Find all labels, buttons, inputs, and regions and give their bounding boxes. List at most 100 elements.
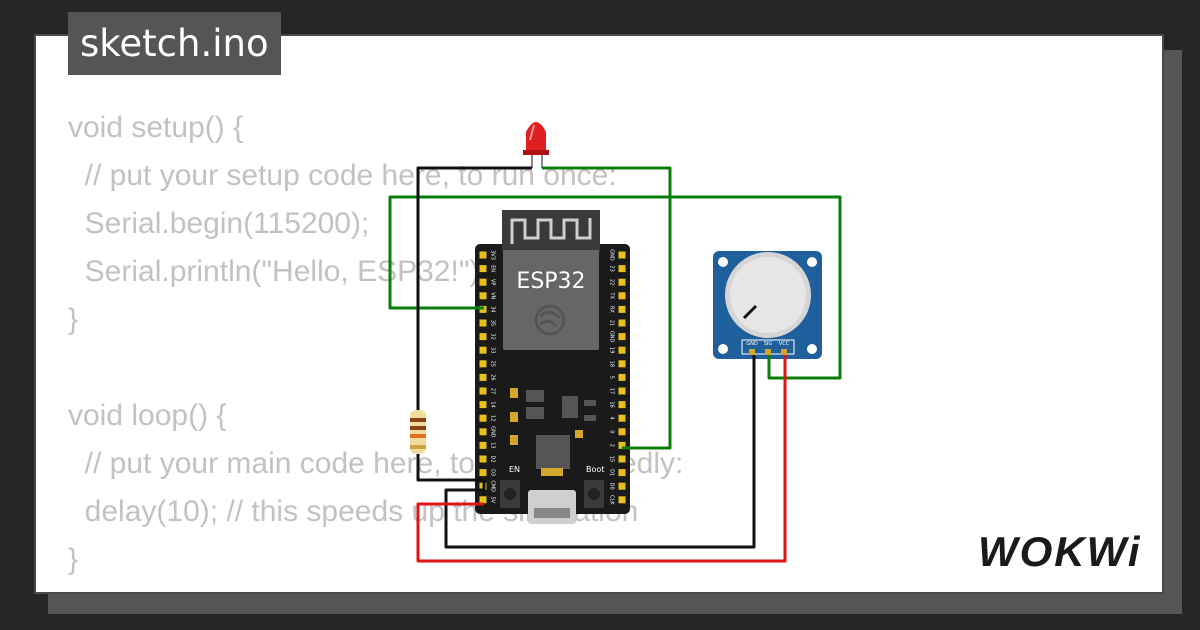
header-pin[interactable] xyxy=(479,251,487,259)
pin-label: CMD xyxy=(490,480,496,492)
header-pin[interactable] xyxy=(618,455,626,463)
resistor[interactable] xyxy=(410,410,426,454)
code-line: void setup() { xyxy=(68,111,244,144)
header-pin[interactable] xyxy=(618,292,626,300)
pin-label: D2 xyxy=(490,455,496,462)
header-pin[interactable] xyxy=(618,265,626,273)
header-pin[interactable] xyxy=(479,333,487,341)
pin-label: VN xyxy=(490,292,496,299)
boot-button[interactable] xyxy=(584,480,604,508)
board-label: ESP32 xyxy=(516,269,585,294)
wire-resistor-to-gnd[interactable] xyxy=(416,454,486,495)
code-line: void loop() { xyxy=(68,399,227,432)
code-line: Serial.begin(115200); xyxy=(68,207,370,240)
pin-label: CLK xyxy=(609,495,615,505)
header-pin[interactable] xyxy=(618,346,626,354)
header-pin[interactable] xyxy=(479,373,487,381)
pin-label: 19 xyxy=(609,347,615,353)
pin-label: 26 xyxy=(490,374,496,380)
header-pin[interactable] xyxy=(479,360,487,368)
pin-label: 0 xyxy=(609,430,615,433)
pin-label: 5 xyxy=(609,376,615,379)
potentiometer[interactable]: GND SIG VCC xyxy=(713,251,822,359)
led[interactable] xyxy=(523,122,549,168)
header-pin[interactable] xyxy=(479,496,487,504)
pot-pin-label: SIG xyxy=(764,341,773,347)
pot-pin-label: GND xyxy=(746,341,758,347)
header-pin[interactable] xyxy=(618,333,626,341)
pin-label: RX xyxy=(609,306,615,313)
espressif-icon xyxy=(534,304,566,336)
pin-label: 18 xyxy=(609,361,615,367)
header-pin[interactable] xyxy=(618,428,626,436)
pin-label: D3 xyxy=(490,469,496,476)
code-line: } xyxy=(68,303,79,336)
pin-label: 2 xyxy=(609,444,615,447)
wire-pot-vcc[interactable] xyxy=(416,355,787,563)
pin-label: EN xyxy=(490,265,496,272)
header-pin[interactable] xyxy=(618,387,626,395)
code-line: Serial.println("Hello, ESP32!"); xyxy=(68,255,488,288)
header-pin[interactable] xyxy=(479,414,487,422)
file-tab[interactable]: sketch.ino xyxy=(68,12,281,75)
header-pin[interactable] xyxy=(618,469,626,477)
pin-label: D0 xyxy=(609,483,615,490)
pin-label: 15 xyxy=(609,456,615,462)
pin-label: GND xyxy=(490,426,496,438)
wire-sig-to-pin34[interactable] xyxy=(388,195,842,380)
pin-label: 35 xyxy=(490,320,496,326)
boot-label: Boot xyxy=(586,465,604,474)
pin-label: 34 xyxy=(490,306,496,312)
pin-label: 12 xyxy=(490,415,496,421)
header-pin[interactable] xyxy=(479,441,487,449)
wire-led-to-resistor[interactable] xyxy=(416,166,532,410)
header-pin[interactable] xyxy=(479,346,487,354)
header-pin[interactable] xyxy=(479,387,487,395)
code-line: // put your setup code here, to run once… xyxy=(68,159,617,192)
header-pin[interactable] xyxy=(618,278,626,286)
en-button[interactable] xyxy=(500,480,520,508)
board-chips xyxy=(526,390,596,469)
header-pin[interactable] xyxy=(618,360,626,368)
wire-led-to-pin2[interactable] xyxy=(542,166,672,450)
pin-label: 33 xyxy=(490,347,496,353)
pin-label: 3V3 xyxy=(490,250,496,260)
pin-label: 21 xyxy=(609,320,615,326)
wires xyxy=(388,166,842,563)
pin-label: 27 xyxy=(490,388,496,394)
pin-label: 23 xyxy=(609,265,615,271)
pin-label: D1 xyxy=(609,469,615,476)
header-pin[interactable] xyxy=(618,373,626,381)
header-pin[interactable] xyxy=(479,319,487,327)
header-pin[interactable] xyxy=(618,401,626,409)
pin-label: 5V xyxy=(490,496,496,503)
header-pin[interactable] xyxy=(479,265,487,273)
header-pin[interactable] xyxy=(479,455,487,463)
header-pin[interactable] xyxy=(618,251,626,259)
header-pin[interactable] xyxy=(479,469,487,477)
header-pin[interactable] xyxy=(479,278,487,286)
pin-label: GND xyxy=(609,331,615,343)
pin-label: 14 xyxy=(490,401,496,407)
header-pin[interactable] xyxy=(479,292,487,300)
header-pin[interactable] xyxy=(618,319,626,327)
pin-label: 4 xyxy=(609,417,615,420)
wokwi-logo: WOKWi xyxy=(978,528,1142,575)
header-pin[interactable] xyxy=(479,428,487,436)
pin-label: TX xyxy=(609,292,615,300)
header-pin[interactable] xyxy=(618,414,626,422)
header-pin[interactable] xyxy=(618,305,626,313)
code-line: } xyxy=(68,543,79,576)
header-pin[interactable] xyxy=(618,496,626,504)
usb-port xyxy=(528,490,576,524)
pin-label: 13 xyxy=(490,442,496,448)
wire-pot-gnd[interactable] xyxy=(444,355,756,549)
header-pin[interactable] xyxy=(618,482,626,490)
pin-label: 22 xyxy=(609,279,615,285)
header-pin[interactable] xyxy=(479,401,487,409)
header-pin[interactable] xyxy=(618,441,626,449)
pin-label: 25 xyxy=(490,361,496,367)
